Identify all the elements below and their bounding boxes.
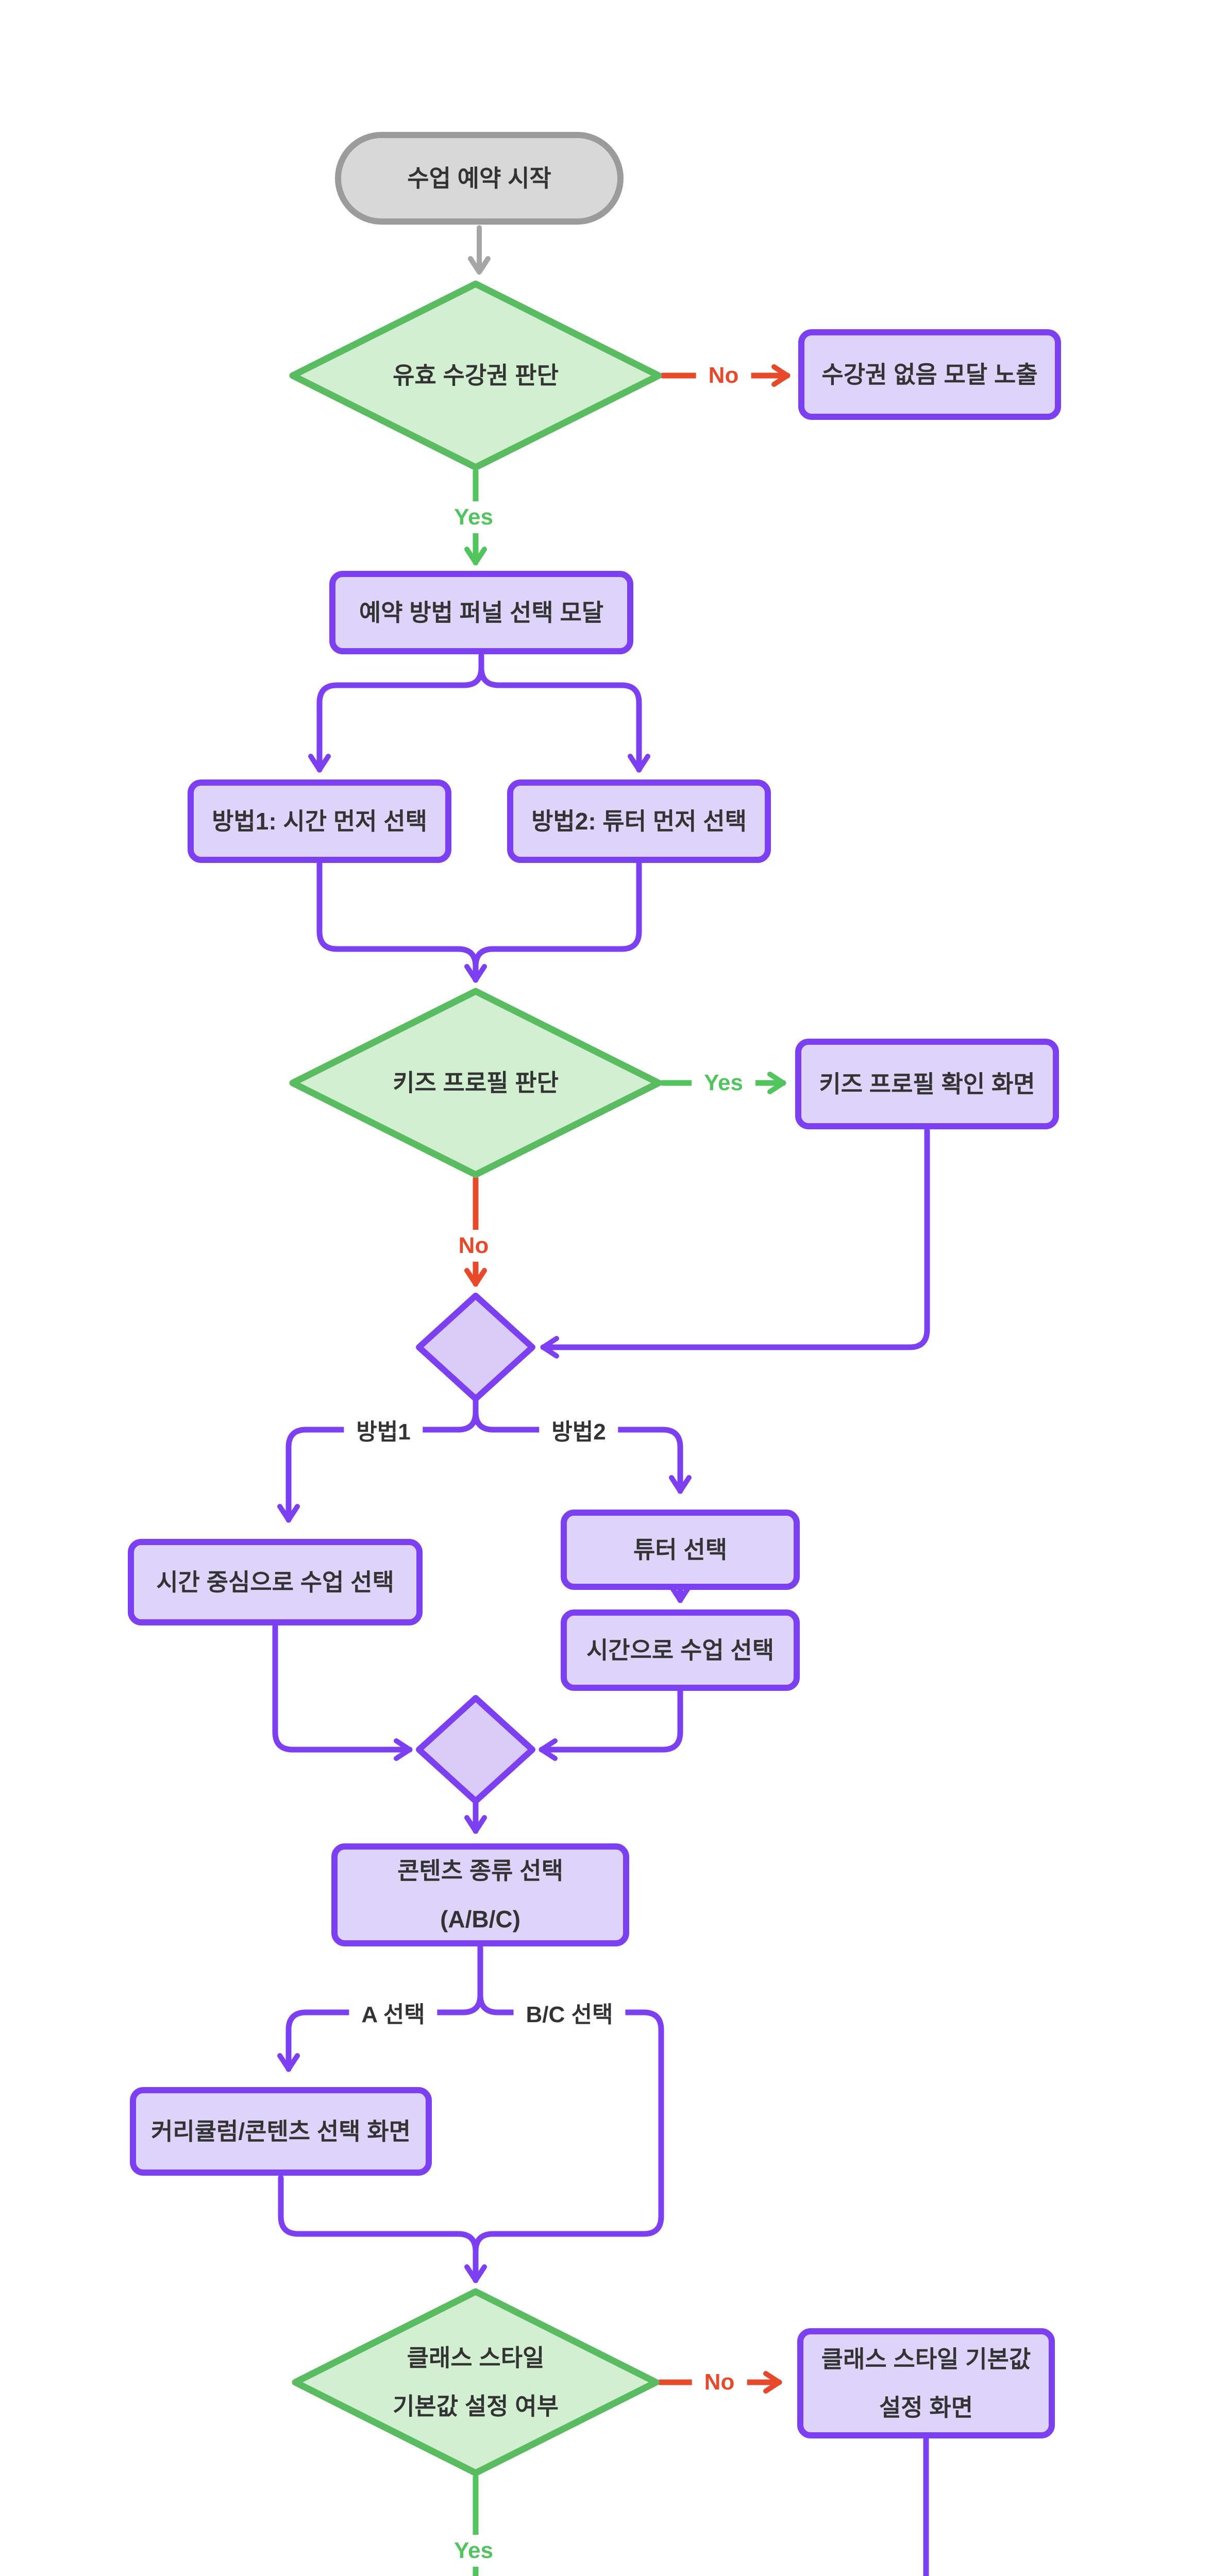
node-start: 수업 예약 시작 (335, 132, 624, 225)
node-class-by-time: 시간으로 수업 선택 (561, 1609, 800, 1691)
node-curriculum-select: 커리큘럼/콘텐츠 선택 화면 (130, 2087, 432, 2176)
decision-valid-ticket-label: 유효 수강권 판단 (393, 362, 559, 389)
merge-diamond-1 (416, 1293, 535, 1402)
edge-class-by-time-to-merge2 (539, 1689, 683, 1761)
node-class-style-line2: 설정 화면 (879, 2394, 973, 2421)
decision-style-check-line1: 클래스 스타일 (407, 2344, 545, 2371)
decision-style-check-label: 클래스 스타일 기본값 설정 여부 (393, 2334, 559, 2431)
node-kids-profile-screen: 키즈 프로필 확인 화면 (795, 1039, 1059, 1129)
edge-funnel-to-method2 (478, 653, 650, 773)
merge-diamond-2 (416, 1695, 535, 1804)
node-content-type-line1: 콘텐츠 종류 선택 (397, 1857, 563, 1884)
edge-label-method1: 방법1 (344, 1410, 423, 1449)
node-content-type-line2: (A/B/C) (440, 1906, 520, 1933)
decision-kids-profile-shape (289, 988, 662, 1178)
decision-kids-profile-label: 키즈 프로필 판단 (393, 1069, 559, 1096)
node-start-label: 수업 예약 시작 (407, 164, 551, 192)
edge-label-no-ticket: No (696, 360, 751, 392)
edge-content-bc-branch (473, 1944, 664, 2255)
node-class-style-screen: 클래스 스타일 기본값 설정 화면 (797, 2328, 1055, 2438)
edge-label-method2: 방법2 (539, 1410, 618, 1449)
edge-label-select-bc: B/C 선택 (513, 1993, 626, 2032)
edge-label-no-kids: No (446, 1230, 501, 1262)
edge-curriculum-to-style-check (278, 2175, 479, 2255)
node-tutor-select: 튜터 선택 (561, 1510, 800, 1590)
edge-kids-screen-to-merge1 (540, 1127, 930, 1359)
decision-valid-ticket-shape (289, 280, 662, 471)
node-class-style-line1: 클래스 스타일 기본값 (821, 2345, 1031, 2372)
edge-label-yes-style: Yes (442, 2535, 506, 2567)
edge-style-screen-to-confirm (923, 2436, 929, 2576)
decision-style-check-shape (292, 2288, 660, 2477)
node-content-type: 콘텐츠 종류 선택 (A/B/C) (331, 1843, 629, 1946)
node-time-first-select: 시간 중심으로 수업 선택 (128, 1539, 423, 1625)
edge-time-first-to-merge2 (272, 1623, 413, 1761)
edge-label-yes-ticket: Yes (442, 501, 506, 533)
edge-label-select-a: A 선택 (349, 1993, 438, 2032)
edge-funnel-to-method1 (308, 653, 484, 773)
node-funnel-modal: 예약 방법 퍼널 선택 모달 (329, 571, 633, 654)
decision-style-check-line2: 기본값 설정 여부 (393, 2393, 559, 2420)
edge-label-no-style: No (692, 2366, 747, 2398)
edge-method2-to-kids-profile (473, 861, 642, 970)
edge-method1-to-kids-profile (316, 861, 479, 970)
node-no-ticket-modal: 수강권 없음 모달 노출 (798, 329, 1061, 420)
node-method2: 방법2: 튜터 먼저 선택 (507, 779, 771, 863)
edge-label-yes-kids: Yes (692, 1067, 755, 1099)
node-method1: 방법1: 시간 먼저 선택 (188, 779, 451, 863)
